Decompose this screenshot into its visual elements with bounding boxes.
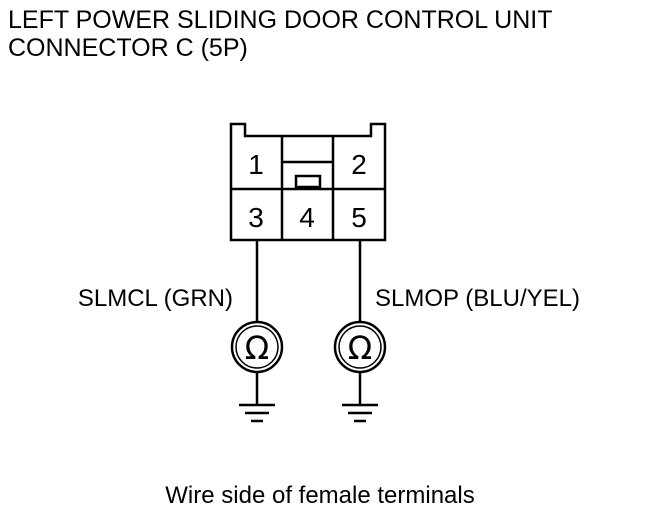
ohm-symbol: Ω xyxy=(348,329,372,367)
pin-number-1: 1 xyxy=(248,149,264,180)
diagram-caption: Wire side of female terminals xyxy=(165,482,475,509)
pin-number-5: 5 xyxy=(351,202,367,233)
diagram-title-line-2: CONNECTOR C (5P) xyxy=(8,34,248,62)
ground-icon xyxy=(342,403,378,423)
pin-number-2: 2 xyxy=(351,149,367,180)
wire-label-slmcl: SLMCL (GRN) xyxy=(78,285,233,312)
wire-label-slmop: SLMOP (BLU/YEL) xyxy=(375,285,580,312)
ground-icon xyxy=(239,403,275,423)
pin-number-4: 4 xyxy=(299,202,315,233)
pin-number-3: 3 xyxy=(248,202,264,233)
connector-lock-tab xyxy=(294,174,322,189)
diagram-title-line-1: LEFT POWER SLIDING DOOR CONTROL UNIT xyxy=(8,6,553,34)
ohm-symbol: Ω xyxy=(245,329,269,367)
